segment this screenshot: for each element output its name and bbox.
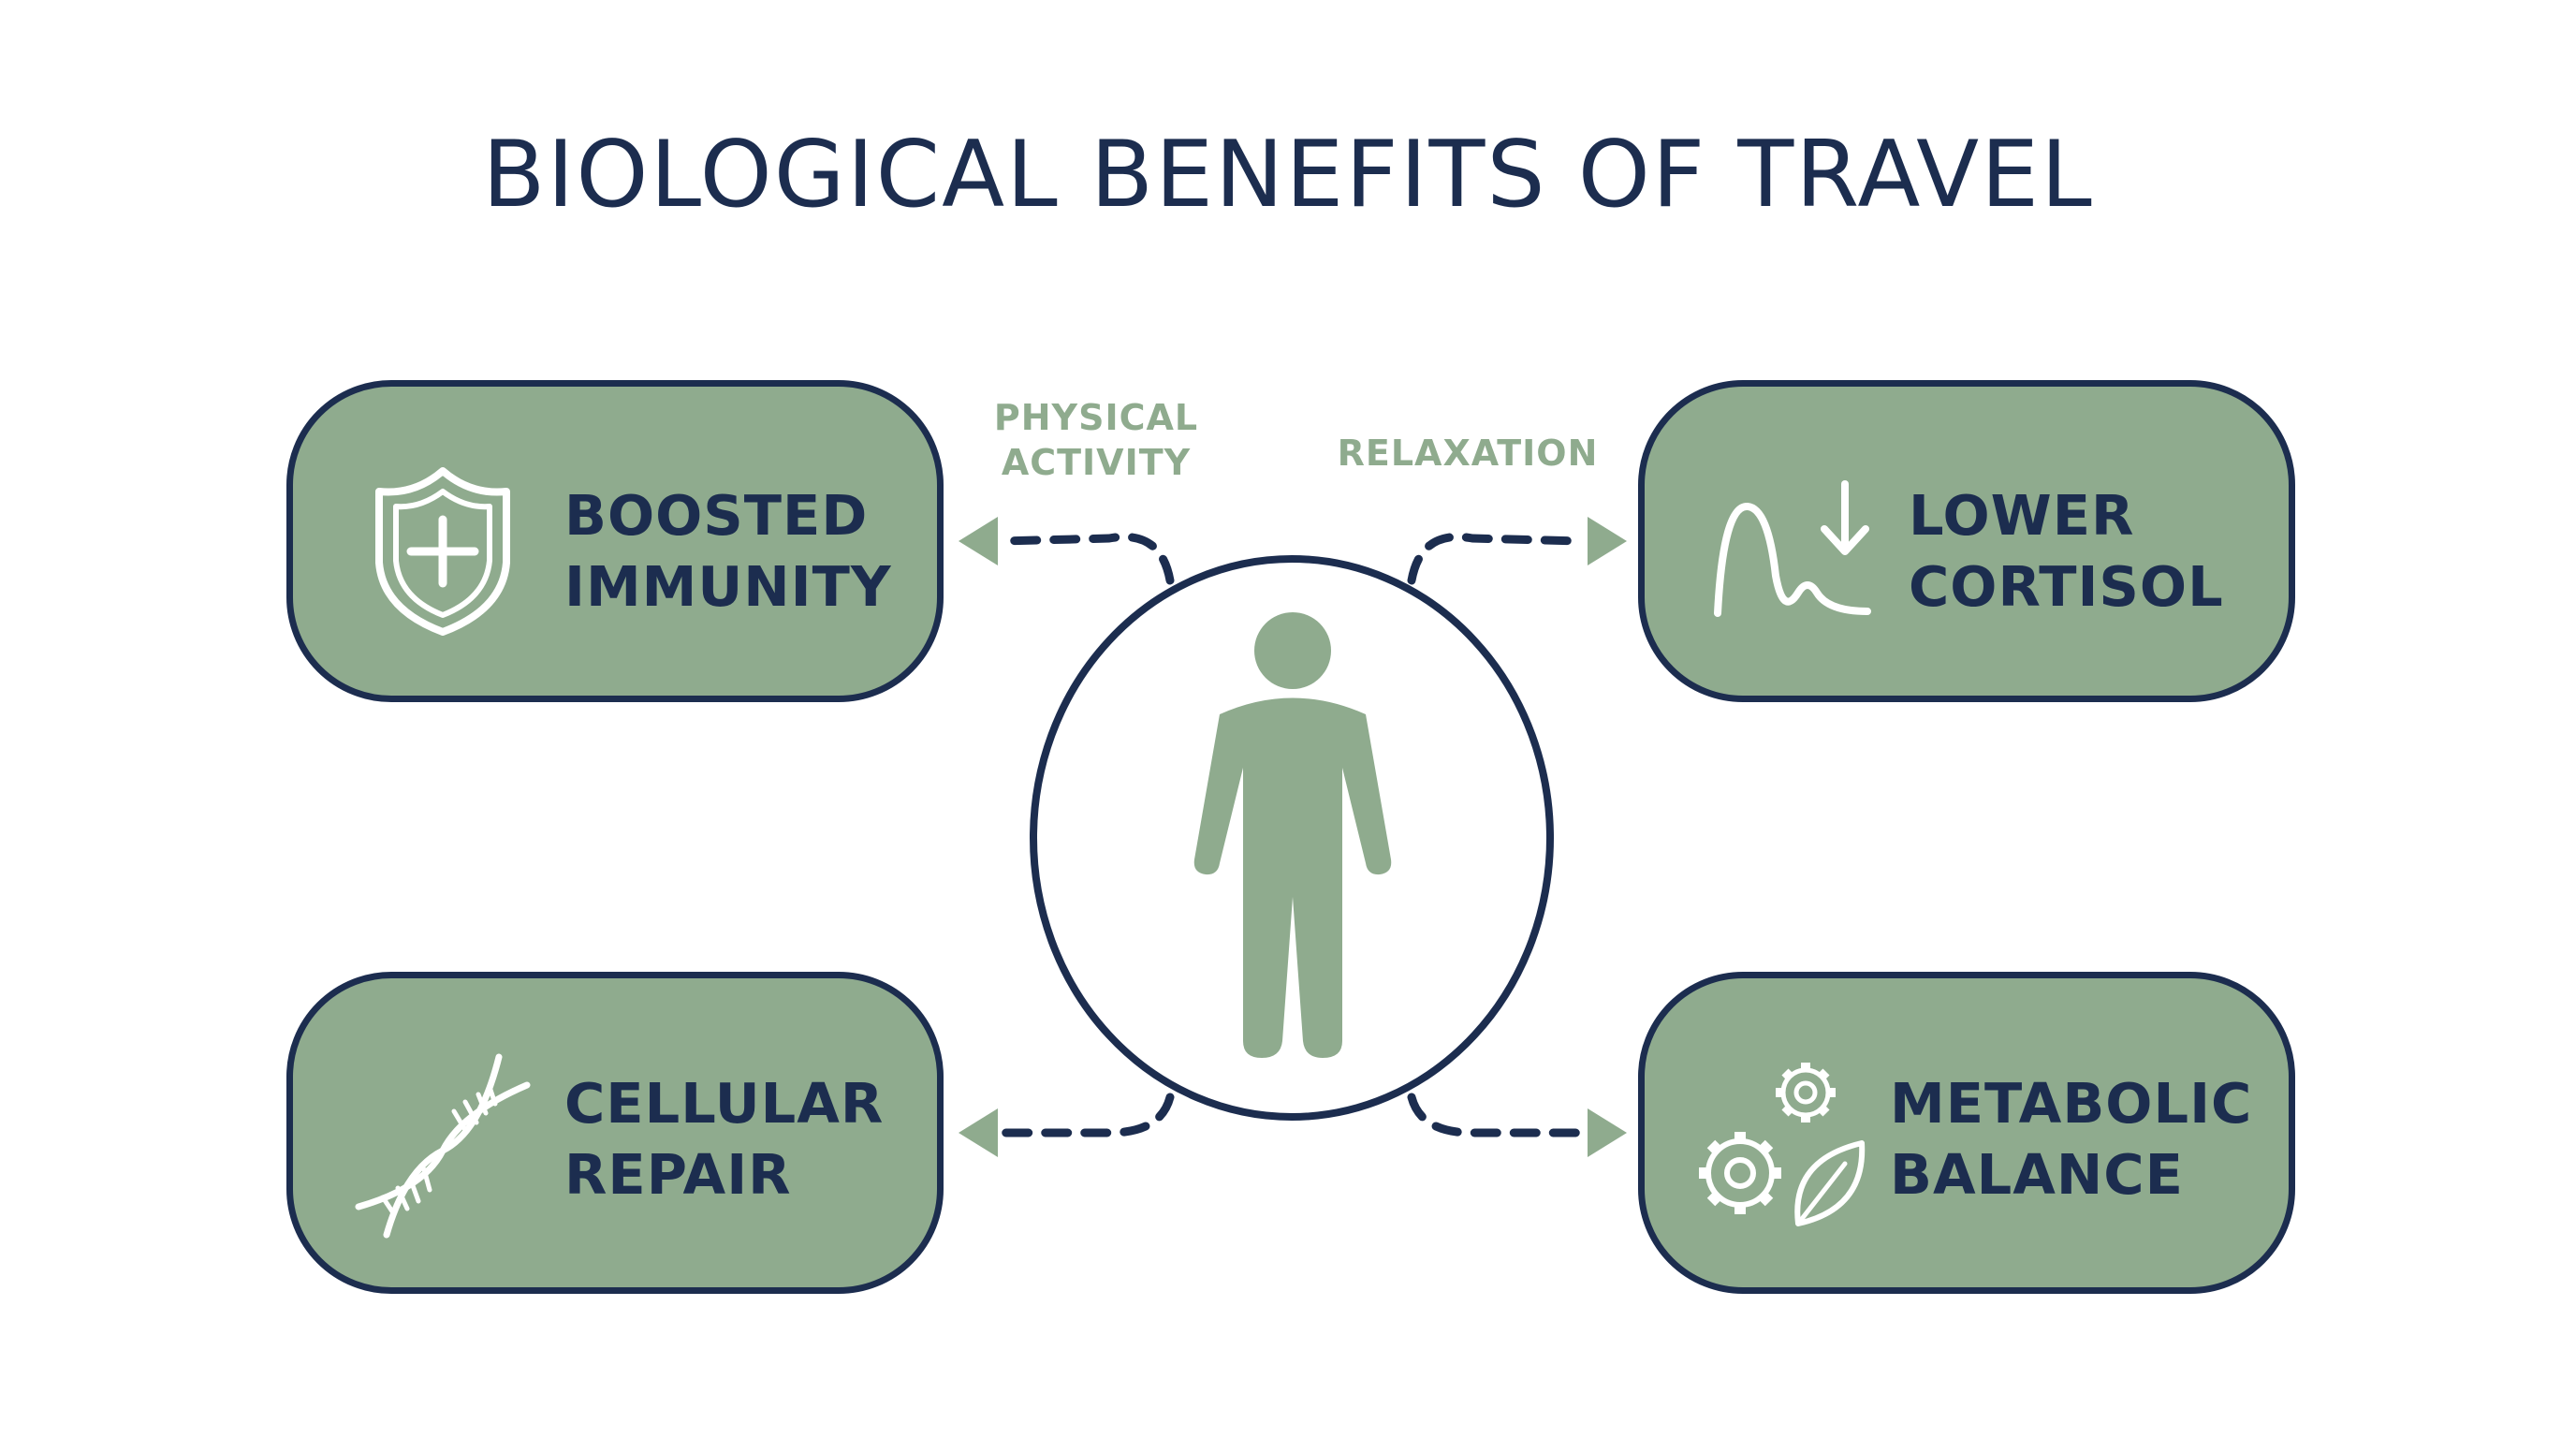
connector-label-line: PHYSICAL	[993, 397, 1199, 438]
connector-top-left	[997, 533, 1175, 585]
card-label-line: BOOSTED	[564, 483, 869, 548]
connector-label-physical-activity: PHYSICAL ACTIVITY	[981, 395, 1211, 485]
connector-bottom-right	[1407, 1093, 1587, 1137]
card-label: METABOLIC BALANCE	[1890, 1068, 2252, 1211]
gears-leaf-icon	[1699, 1063, 1866, 1226]
card-label-line: CORTISOL	[1909, 554, 2224, 619]
cortisol-curve-down-icon	[1714, 480, 1871, 617]
connector-top-right	[1407, 533, 1587, 585]
connector-label-relaxation: RELAXATION	[1318, 431, 1617, 476]
card-label: BOOSTED IMMUNITY	[564, 480, 892, 623]
card-metabolic-balance: METABOLIC BALANCE	[1638, 972, 2295, 1294]
arrowhead-top-right	[1588, 517, 1627, 565]
dna-helix-icon	[355, 1053, 531, 1239]
card-label-line: IMMUNITY	[564, 554, 892, 619]
card-cellular-repair: CELLULAR REPAIR	[286, 972, 944, 1294]
person-icon	[1193, 612, 1392, 1058]
card-label-line: REPAIR	[564, 1142, 792, 1207]
arrowhead-bottom-left	[959, 1108, 998, 1157]
card-label-line: METABOLIC	[1890, 1071, 2253, 1136]
card-lower-cortisol: LOWER CORTISOL	[1638, 380, 2295, 702]
connector-bottom-left	[997, 1093, 1175, 1137]
card-boosted-immunity: BOOSTED IMMUNITY	[286, 380, 944, 702]
connector-label-line: ACTIVITY	[1001, 442, 1192, 483]
connector-label-line: RELAXATION	[1337, 433, 1599, 474]
card-label: CELLULAR REPAIR	[564, 1068, 884, 1211]
shield-plus-icon	[375, 467, 510, 636]
arrowhead-top-left	[959, 517, 998, 565]
arrowhead-bottom-right	[1588, 1108, 1627, 1157]
card-label: LOWER CORTISOL	[1909, 480, 2224, 623]
card-label-line: CELLULAR	[564, 1071, 885, 1136]
page-title: BIOLOGICAL BENEFITS OF TRAVEL	[482, 122, 2094, 228]
card-label-line: BALANCE	[1890, 1142, 2184, 1207]
card-label-line: LOWER	[1909, 483, 2135, 548]
